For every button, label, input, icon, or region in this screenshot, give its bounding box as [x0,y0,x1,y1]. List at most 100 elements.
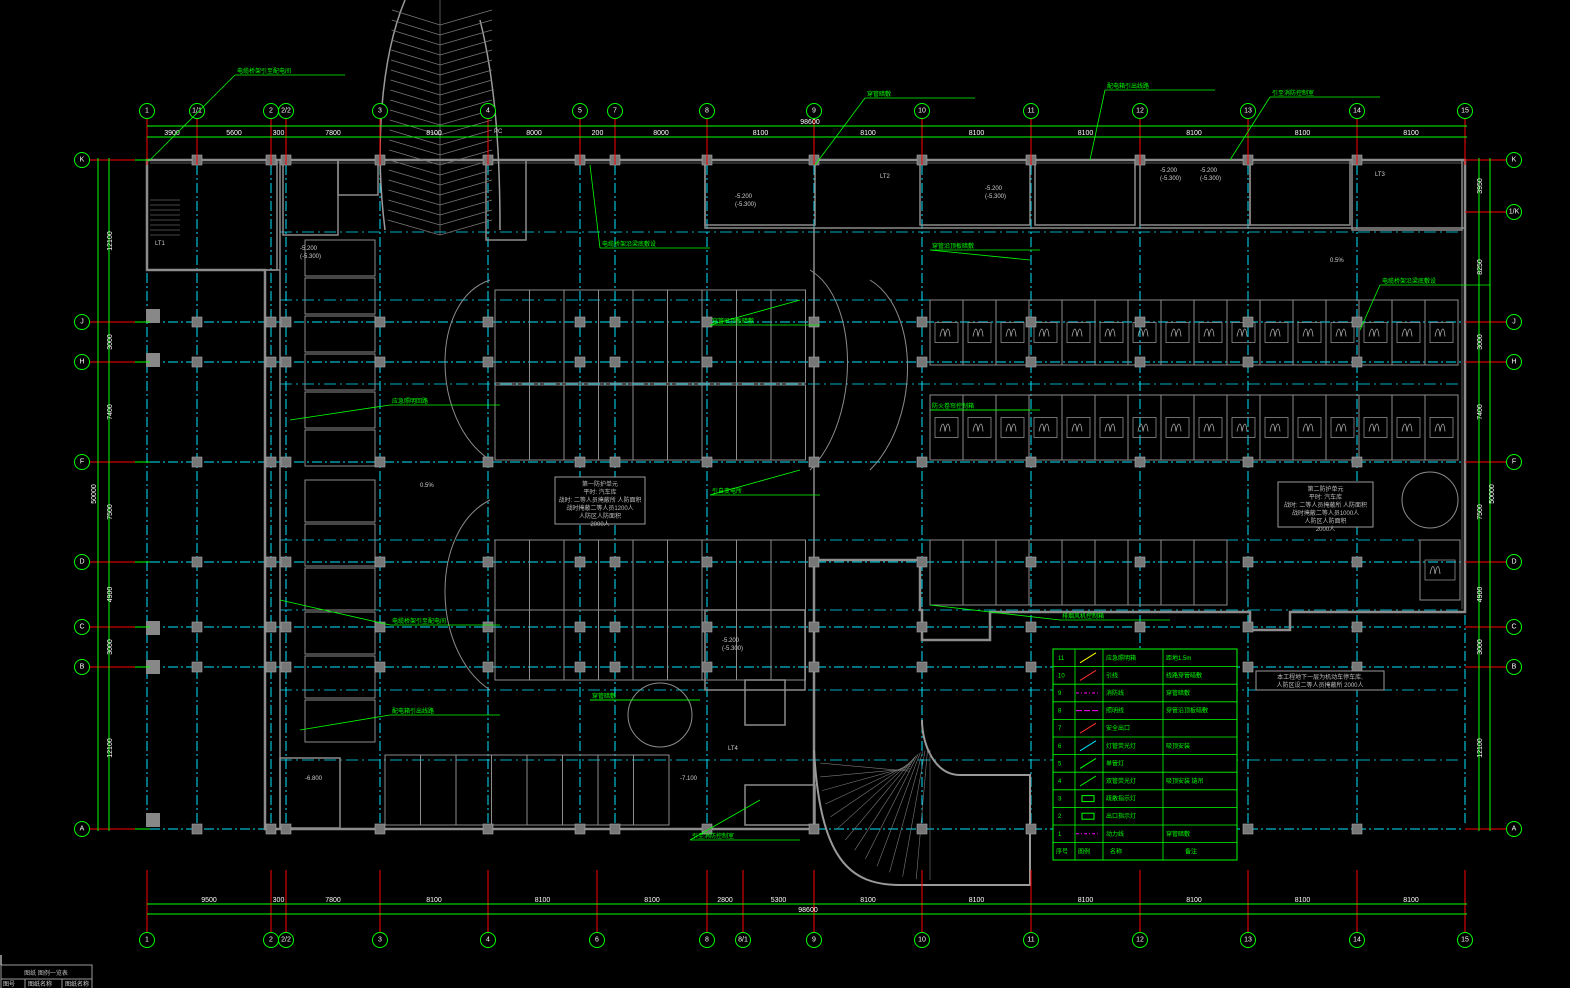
dimension-left: 12100 [107,738,114,758]
parking-stall [563,384,599,461]
elevation-label: -5.200 [722,638,740,644]
annotation-leader [1359,284,1381,331]
column [609,316,621,328]
column [265,823,277,835]
annotation-text: 排烟风机控制箱 [1062,612,1104,620]
ramp-bottom-stripe [902,750,926,877]
charger-icon [1363,322,1388,343]
charger-icon [1335,328,1347,337]
axis-bubble-bottom-circle [139,932,155,948]
parking-stall [304,479,376,523]
axis-bubble-left-label: J [80,319,84,326]
axis-bubble-top-circle [572,103,588,119]
column [280,356,292,368]
column [701,823,713,835]
axis-bubble-top-label: 11 [1027,108,1034,115]
room [744,784,816,826]
room [1249,159,1351,226]
axis-bubble-bottom-circle [1457,932,1473,948]
parking-stall [770,289,806,384]
ramp-top-stripe [391,49,493,66]
column [146,660,160,674]
legend-note: 线路穿管暗敷 [1166,671,1202,679]
dimension-bottom: 8100 [535,897,551,904]
legend-symbol [1079,669,1097,681]
parking-stall [494,539,530,611]
column [1242,356,1254,368]
charger-icon [934,322,959,343]
column [1351,356,1363,368]
annotation-text: 配电箱引出线路 [1107,82,1149,90]
annotation-text: 穿管沿顶板暗敷 [932,242,974,250]
ramp-bottom-edge [813,719,1031,886]
axis-bubble-top-label: 9 [812,108,816,115]
parking-stall [494,609,530,681]
charger-icon [1429,322,1454,343]
parking-stall [304,567,376,611]
elevation-label: -5.200 [1160,168,1178,174]
column [280,316,292,328]
protection-unit-2-box-line: 第二防护单元 [1307,485,1343,493]
charger-icon [1104,328,1116,337]
parking-stall [736,539,772,611]
parking-stall [529,609,565,681]
parking-stall [736,384,772,461]
annotation-leader [929,604,1061,621]
axis-bubble-right-circle [1506,619,1522,635]
ramp-bottom-stripe [825,763,912,805]
parking-stall [1094,539,1129,606]
turning-circle [627,682,693,748]
axis-bubble-top-label: 1/1 [192,108,202,115]
column [374,356,386,368]
room [485,159,527,241]
axis-bubble-right-circle [1506,554,1522,570]
axis-bubble-left-circle [74,659,90,675]
ramp-top-stripe [389,139,493,156]
dimension-left: 3000 [107,334,114,350]
column [1351,621,1363,633]
charger-icon [939,423,951,432]
charger-icon [1000,417,1025,438]
title-block-cell: 图纸名称 [28,980,52,988]
charger-icon [1429,566,1441,575]
column [1242,621,1254,633]
charger-icon [1071,328,1083,337]
elevation-label: -5.200 [1200,168,1218,174]
parking-stall [597,754,634,826]
axis-bubble-top-label: 8 [705,108,709,115]
annotation-leader [299,714,391,731]
parking-stall [1061,539,1096,606]
protection-unit-1-box [554,476,646,525]
charger-icon [1302,328,1314,337]
axis-bubble-left-label: C [79,624,84,631]
dimension-bottom: 8100 [1295,897,1311,904]
axis-bubble-top-label: 13 [1244,108,1252,115]
annotation-text: 引自变电所 [712,487,742,495]
axis-bubble-bottom-label: 3 [378,937,382,944]
charger-icon [1165,322,1190,343]
title-block-cell: 图号 [3,981,15,988]
column [574,823,586,835]
elevation-label: -5.200 [735,194,753,200]
column [146,353,160,367]
charger-icon [1269,328,1281,337]
parking-stall [1424,299,1459,366]
charger-icon [1297,322,1322,343]
dimension-total-right: 50000 [1489,484,1496,504]
dimension-bottom: 2800 [717,897,733,904]
column [482,556,494,568]
dimension-top: 8100 [1403,130,1419,137]
room [919,159,1031,226]
axis-bubble-bottom-label: 12 [1136,937,1144,944]
column [808,556,820,568]
charger-icon [1330,322,1355,343]
dimension-top: 7800 [325,130,341,137]
parking-stall [455,754,492,826]
column [701,356,713,368]
legend-sign-symbol [1081,812,1095,820]
elevation-label: (-5.300) [985,194,1006,200]
dimension-bottom: 8100 [969,897,985,904]
charger-icon [1170,328,1182,337]
legend-number: 10 [1058,673,1065,679]
